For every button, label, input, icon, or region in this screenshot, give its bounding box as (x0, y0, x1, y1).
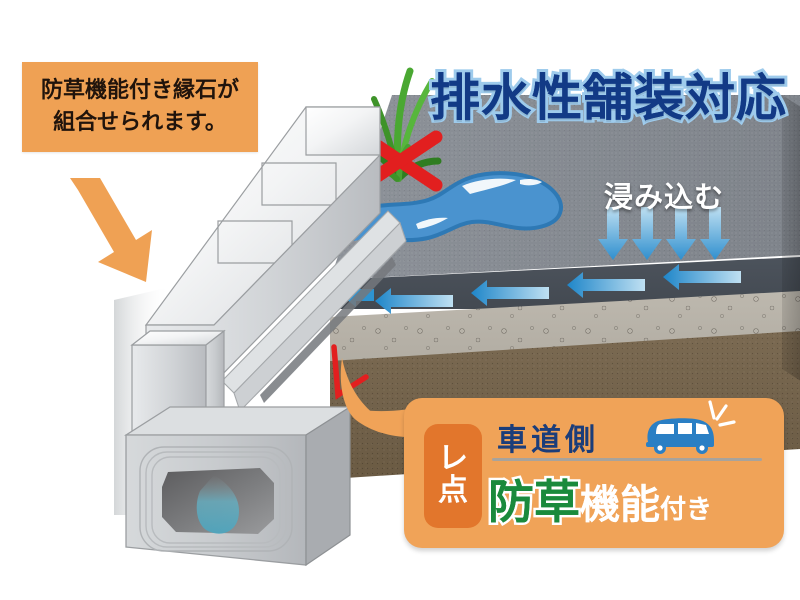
feature-text: 防草機能付き (488, 466, 712, 532)
van-icon (646, 418, 714, 454)
page-title-outline: 排水性舗装対応 (427, 67, 789, 129)
concrete-curb-channel-block (114, 106, 407, 567)
feature-white-label: 機能 (580, 483, 660, 527)
callout-line-1: 防草機能付き縁石が (40, 77, 239, 102)
callout-note: 防草機能付き縁石が 組合せられます。 (22, 62, 258, 152)
feature-text-outline: 防草機能付き (486, 466, 713, 532)
lateral-flow-arrows (375, 264, 741, 314)
sparkle-icon (708, 400, 736, 427)
feature-white-outline: 機能 (580, 483, 660, 527)
check-point-label: 点 (438, 473, 468, 507)
seepage-arrows (598, 207, 730, 260)
check-mark: レ (438, 441, 468, 475)
seep-label: 浸み込む (604, 182, 725, 214)
feature-small-label: 付き (660, 494, 713, 524)
callout-box: 防草機能付き縁石が 組合せられます。 (22, 62, 258, 152)
page-title: 排水性舗装対応 (430, 70, 787, 126)
feature-green-outline: 防草 (486, 474, 583, 531)
road-right-face-shade (782, 95, 800, 383)
callout-line-2: 組合せられます。 (53, 108, 227, 134)
feature-green-label: 防草 (488, 476, 580, 528)
down-right-arrow-icon (70, 178, 152, 282)
feature-small-outline: 付き (660, 494, 713, 524)
badge-divider (492, 458, 762, 461)
roadway-side-label: 車道側 (497, 424, 599, 457)
red-corner-marker (331, 344, 369, 400)
check-point-box: レ 点 (424, 424, 482, 528)
